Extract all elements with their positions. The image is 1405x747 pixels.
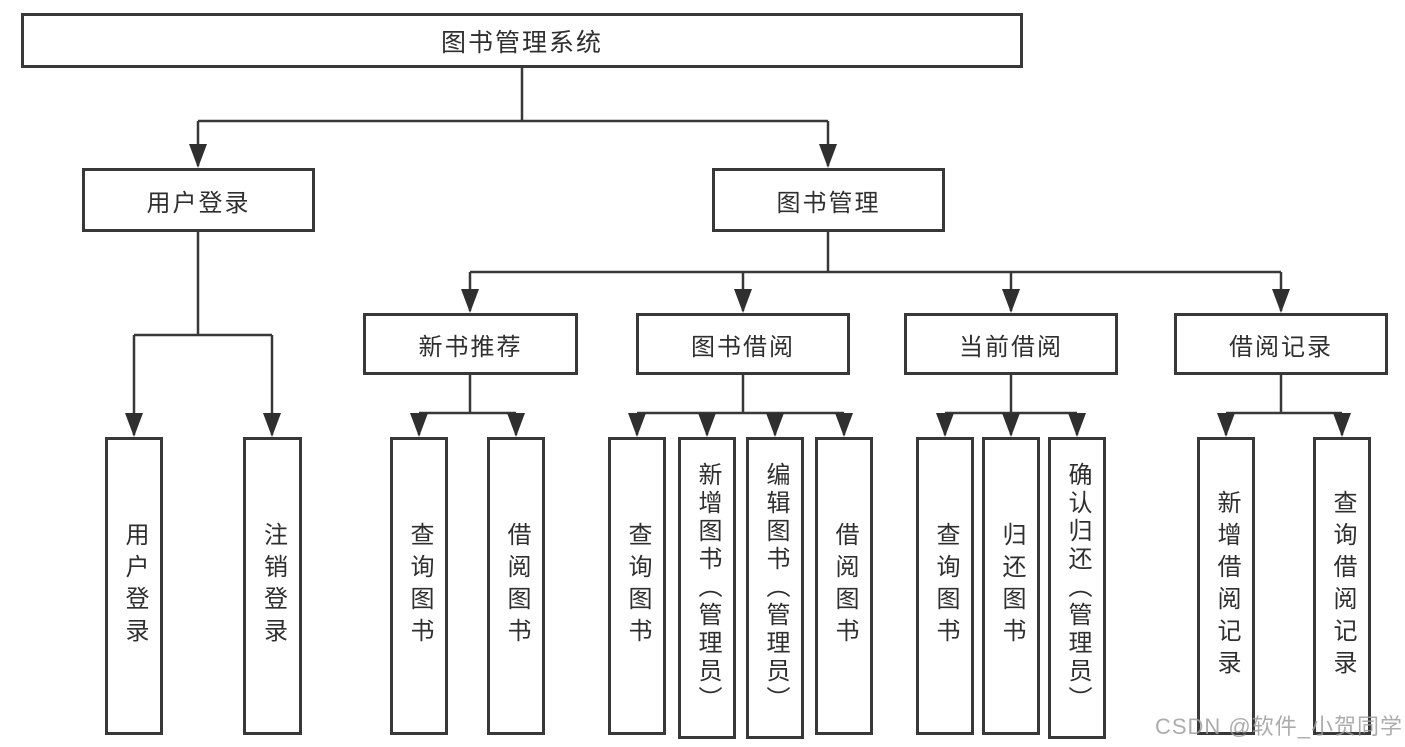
node-label: 新增借阅记录 bbox=[1213, 490, 1240, 682]
node-book-management: 图书管理 bbox=[712, 168, 945, 232]
node-label: 确认归还（管理员） bbox=[1064, 462, 1091, 714]
node-label: 查询图书 bbox=[406, 522, 433, 650]
leaf-query-books-2: 查询图书 bbox=[608, 437, 666, 735]
node-label: 图书管理 bbox=[776, 189, 881, 217]
node-current-borrowing: 当前借阅 bbox=[904, 313, 1118, 375]
node-label: 图书管理系统 bbox=[440, 28, 603, 57]
node-label: 图书借阅 bbox=[691, 333, 795, 361]
node-label: 注销登录 bbox=[259, 522, 287, 650]
node-user-login: 用户登录 bbox=[82, 168, 315, 232]
leaf-query-books-1: 查询图书 bbox=[390, 437, 448, 735]
node-label: 用户登录 bbox=[146, 189, 251, 217]
arrowhead-icons bbox=[125, 144, 1351, 437]
leaf-logout: 注销登录 bbox=[243, 437, 302, 735]
node-label: 借阅图书 bbox=[831, 522, 858, 650]
leaf-edit-books-admin: 编辑图书（管理员） bbox=[746, 437, 804, 739]
leaf-confirm-return-admin: 确认归还（管理员） bbox=[1048, 437, 1106, 739]
node-label: 归还图书 bbox=[998, 522, 1025, 650]
node-label: 当前借阅 bbox=[959, 333, 1063, 361]
node-label: 编辑图书（管理员） bbox=[762, 462, 789, 714]
node-book-borrowing: 图书借阅 bbox=[636, 313, 850, 375]
node-label: 查询图书 bbox=[932, 522, 959, 650]
node-label: 新增图书（管理员） bbox=[694, 462, 721, 714]
csdn-watermark: CSDN @软件_小贺同学 bbox=[1154, 714, 1403, 739]
node-library-management-system: 图书管理系统 bbox=[21, 13, 1023, 68]
node-label: 查询图书 bbox=[624, 522, 651, 650]
node-label: 借阅记录 bbox=[1229, 333, 1333, 361]
leaf-add-borrow-record: 新增借阅记录 bbox=[1197, 437, 1255, 735]
leaf-return-books: 归还图书 bbox=[982, 437, 1040, 735]
leaf-borrow-books-2: 借阅图书 bbox=[815, 437, 873, 735]
leaf-query-books-3: 查询图书 bbox=[916, 437, 974, 735]
leaf-add-books-admin: 新增图书（管理员） bbox=[678, 437, 736, 739]
node-label: 新书推荐 bbox=[418, 333, 523, 361]
node-label: 用户登录 bbox=[121, 522, 148, 650]
node-label: 借阅图书 bbox=[503, 522, 530, 650]
leaf-user-login: 用户登录 bbox=[105, 437, 163, 735]
leaf-borrow-books-1: 借阅图书 bbox=[487, 437, 545, 735]
leaf-query-borrow-record: 查询借阅记录 bbox=[1313, 437, 1371, 735]
node-label: 查询借阅记录 bbox=[1329, 490, 1356, 682]
node-borrowing-records: 借阅记录 bbox=[1174, 313, 1388, 375]
node-new-book-recommend: 新书推荐 bbox=[363, 313, 578, 375]
